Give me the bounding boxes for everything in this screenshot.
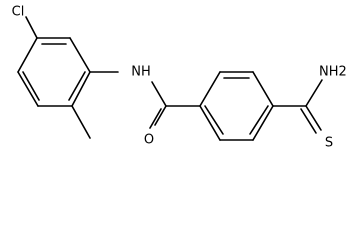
- bond-ring-b-inner-2: [249, 105, 269, 135]
- bond-methyl: [71, 105, 91, 139]
- bond-ring-b-6: [199, 105, 221, 141]
- thioamide-sulfur-label: S: [325, 136, 333, 151]
- bond-ring-a-inner-2: [68, 71, 86, 101]
- bond-thioamide-s-double-1: [305, 105, 322, 131]
- molecule-diagram: Cl NH O NH2 S: [12, 5, 347, 151]
- bond-ring-b-inner-3: [204, 105, 224, 135]
- bond-nh-to-carbonyl: [151, 81, 167, 107]
- amide-nh-label: NH: [131, 65, 151, 80]
- bond-ring-a-5: [17, 71, 39, 107]
- bond-ring-a-2: [69, 37, 91, 73]
- bond-ring-a-inner-3: [22, 71, 40, 101]
- chlorine-label: Cl: [12, 5, 25, 20]
- bond-carbonyl-double-2: [149, 108, 162, 129]
- bond-ring-a-6: [17, 37, 38, 73]
- bond-thioamide-nh2: [305, 79, 323, 107]
- bond-carbonyl-double-1: [154, 105, 167, 126]
- chemical-structure-canvas: Cl NH O NH2 S: [11, 4, 347, 151]
- carbonyl-oxygen-label: O: [144, 133, 154, 148]
- bond-ring-b-4: [252, 105, 274, 141]
- thioamide-nh2-label: NH2: [319, 65, 347, 80]
- bond-ring-a-3: [71, 71, 91, 107]
- bond-ring-b-3: [252, 71, 274, 107]
- bond-thioamide-s-double-2: [300, 108, 317, 134]
- bond-ring-b-1: [199, 71, 221, 107]
- bond-cl: [25, 16, 38, 39]
